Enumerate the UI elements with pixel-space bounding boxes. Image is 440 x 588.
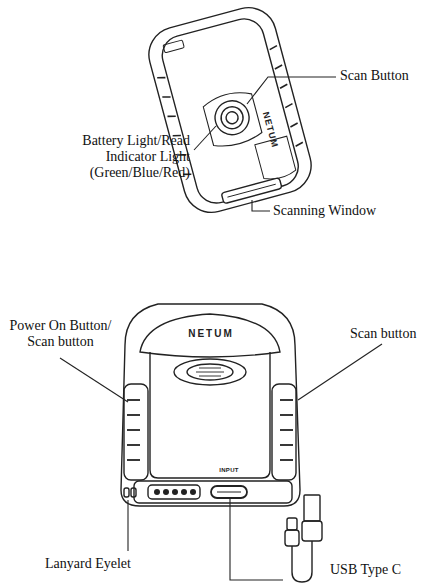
- scanner-front-view: [121, 304, 300, 506]
- part-label: Lanyard Eyelet: [45, 556, 131, 572]
- part-label: Scan button: [350, 326, 417, 342]
- brand-mark: NETUM: [188, 328, 234, 340]
- part-label: Scan Button: [340, 68, 409, 84]
- part-label: USB Type C: [330, 562, 401, 578]
- part-label: Battery Light/Read Indicator Light (Gree…: [65, 133, 190, 181]
- port-marking: INPUT: [219, 466, 239, 474]
- scanner-top-view: [143, 1, 318, 218]
- part-label: Power On Button/ Scan button: [3, 318, 118, 350]
- part-label: Scanning Window: [273, 203, 376, 219]
- usb-cable: [285, 495, 322, 582]
